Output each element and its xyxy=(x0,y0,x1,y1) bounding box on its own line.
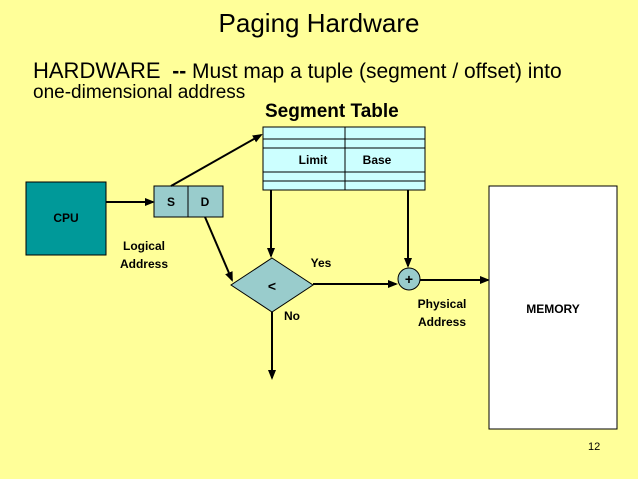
segment-table-base-header: Base xyxy=(363,153,392,167)
offset-label: D xyxy=(201,195,210,209)
segment-table-title: Segment Table xyxy=(265,101,399,122)
segment-number-label: S xyxy=(167,195,175,209)
intro-text: HARDWARE -- Must map a tuple (segment / … xyxy=(33,58,621,84)
segment-table-limit-header: Limit xyxy=(299,153,328,167)
intro-rest: Must map a tuple (segment / offset) into xyxy=(192,60,562,83)
adder-symbol: + xyxy=(405,271,413,287)
physical-address-label-line1: Physical xyxy=(418,297,467,311)
intro-text-line2: one-dimensional address xyxy=(33,82,246,103)
compare-symbol: < xyxy=(268,278,276,294)
slide-title: Paging Hardware xyxy=(218,8,420,38)
intro-lead: HARDWARE xyxy=(33,58,161,83)
cpu-label: CPU xyxy=(53,211,78,225)
page-number: 12 xyxy=(588,441,601,453)
cpu-box xyxy=(25,181,107,256)
logical-address-label-line1: Logical xyxy=(123,239,165,253)
physical-address-label-line2: Address xyxy=(418,315,466,329)
no-label: No xyxy=(284,309,300,323)
logical-address-label-line2: Address xyxy=(120,257,168,271)
memory-label: MEMORY xyxy=(526,302,580,316)
segment-table xyxy=(262,126,426,191)
arrow-segment-to-table xyxy=(170,134,263,187)
arrow-offset-to-compare xyxy=(204,216,233,282)
yes-label: Yes xyxy=(311,256,332,270)
memory-box xyxy=(488,185,618,430)
intro-dash: -- xyxy=(172,60,187,83)
